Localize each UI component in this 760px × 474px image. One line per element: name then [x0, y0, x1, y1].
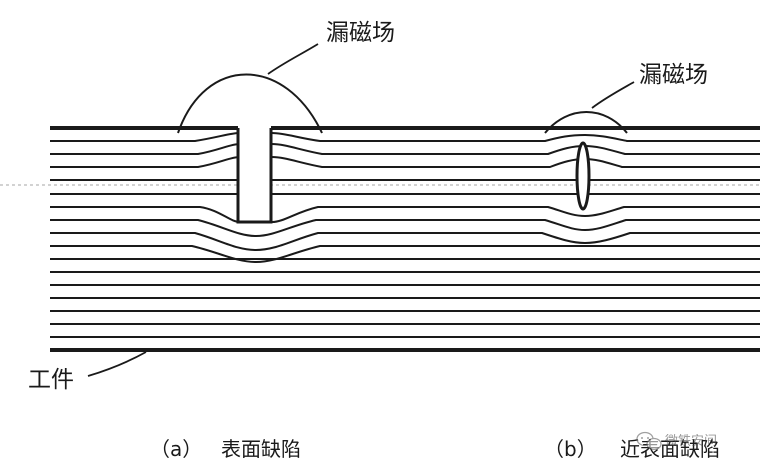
caption-b-index: （b）: [544, 437, 597, 461]
flux-line-2: [50, 143, 760, 155]
flux-line-7: [50, 219, 760, 238]
wechat-logo-icon: [636, 431, 662, 451]
caption-a-index: （a）: [150, 437, 202, 461]
leakage-callout-line-a: [267, 43, 319, 75]
leakage-field-bump-b: [544, 111, 628, 134]
leakage-callout-line-b: [591, 81, 635, 109]
leakage-field-bump-a: [177, 73, 323, 134]
near-surface-defect-ellipse: [575, 141, 591, 211]
caption-a-text: 表面缺陷: [221, 437, 301, 461]
leakage-field-label-b: 漏磁场: [639, 62, 708, 88]
workpiece-callout-line: [87, 351, 147, 377]
flux-line-9: [50, 245, 760, 264]
caption-b-text: 近表面缺陷: [620, 437, 720, 461]
workpiece-label: 工件: [28, 367, 74, 393]
flux-line-1: [50, 132, 760, 142]
flux-line-3: [50, 156, 760, 168]
flux-lines: [50, 132, 760, 338]
leakage-field-label-a: 漏磁场: [326, 20, 395, 46]
watermark-text: 微铁安间: [665, 434, 717, 449]
flux-line-6: [50, 206, 760, 223]
flux-line-8: [50, 232, 760, 252]
surface-defect-slot: [236, 128, 273, 224]
